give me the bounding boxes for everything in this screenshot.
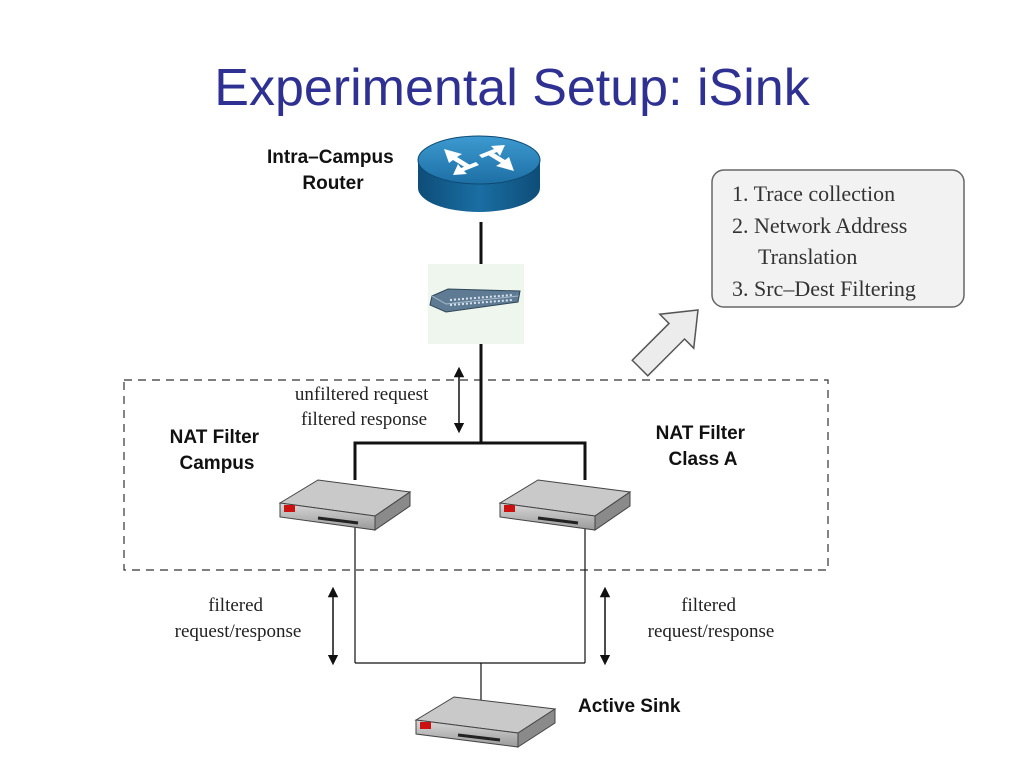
top-flow-label: unfiltered request filtered response	[295, 384, 433, 430]
nat-campus-label: NAT Filter Campus	[170, 427, 265, 474]
left-flow-label: filtered request/response	[175, 595, 302, 642]
nat-classa-label: NAT Filter Class A	[656, 423, 751, 470]
router-icon	[417, 135, 541, 212]
pointer-arrow-icon	[631, 309, 699, 377]
nat-classa-device-icon	[498, 479, 632, 531]
active-sink-label: Active Sink	[578, 696, 681, 717]
router-label: Intra–Campus Router	[267, 147, 399, 194]
slide-title: Experimental Setup: iSink	[214, 59, 810, 117]
switch-icon	[428, 264, 524, 344]
steps-list: 1. Trace collection 2. Network Address T…	[732, 181, 916, 301]
nat-campus-device-icon	[278, 479, 412, 531]
right-flow-label: filtered request/response	[648, 595, 775, 642]
nat-filter-region	[123, 379, 829, 571]
steps-callout-box	[711, 169, 965, 308]
active-sink-device-icon	[414, 696, 557, 748]
